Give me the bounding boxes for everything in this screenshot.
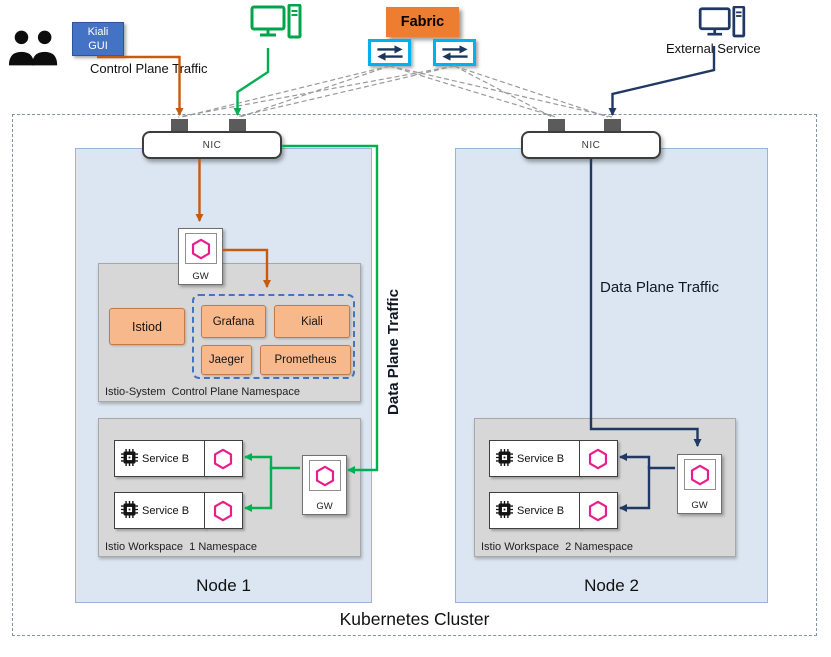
nic-label: NIC bbox=[202, 139, 222, 151]
node1-label: Node 1 bbox=[196, 576, 251, 595]
users-icon bbox=[6, 28, 64, 68]
service-box: Service B bbox=[114, 492, 205, 529]
external-service-label: External Service bbox=[666, 41, 761, 56]
service-box: Service B bbox=[489, 440, 580, 477]
node1-ingress-gateway: GW bbox=[178, 228, 223, 285]
node2-nic: NIC bbox=[521, 131, 661, 159]
external-service-icon bbox=[696, 5, 748, 46]
kiali-gui-label: Kiali GUI bbox=[87, 25, 109, 52]
nic-port bbox=[548, 119, 565, 132]
service-row: Service B bbox=[114, 440, 243, 477]
cpu-chip-icon bbox=[121, 448, 138, 469]
istio-system-namespace-label: Istio-System Control Plane Namespace bbox=[105, 386, 301, 398]
jaeger-label: Jaeger bbox=[208, 354, 245, 366]
nic-label: NIC bbox=[581, 139, 601, 151]
cpu-chip-icon bbox=[496, 500, 513, 521]
service-row: Service B bbox=[114, 492, 243, 529]
workspace2-namespace: Service B Service B bbox=[474, 418, 736, 557]
service-label: Service B bbox=[517, 504, 565, 517]
fabric-link-lines bbox=[177, 65, 613, 118]
istiod-box: Istiod bbox=[109, 308, 185, 345]
node1-nic: NIC bbox=[142, 131, 282, 159]
cpu-chip-icon bbox=[496, 448, 513, 469]
service-label: Service B bbox=[142, 504, 190, 517]
node-2: Data Plane Traffic Service B bbox=[455, 148, 768, 603]
prometheus-label: Prometheus bbox=[274, 354, 337, 366]
gateway-label: GW bbox=[192, 271, 209, 282]
istio-sidecar-hexagon-icon bbox=[203, 440, 243, 477]
kiali-gui-box: Kiali GUI bbox=[72, 22, 124, 56]
service-row: Service B bbox=[489, 492, 618, 529]
grafana-box: Grafana bbox=[201, 305, 266, 338]
fabric-label: Fabric bbox=[400, 14, 445, 30]
gateway-label: GW bbox=[691, 500, 708, 511]
service-row: Service B bbox=[489, 440, 618, 477]
node2-label: Node 2 bbox=[584, 576, 639, 595]
service-box: Service B bbox=[489, 492, 580, 529]
istio-sidecar-hexagon-icon bbox=[578, 492, 618, 529]
kiali-box: Kiali bbox=[274, 305, 350, 338]
service-label: Service B bbox=[517, 452, 565, 465]
cpu-chip-icon bbox=[121, 500, 138, 521]
istiod-label: Istiod bbox=[132, 319, 162, 334]
istio-gateway-hexagon-icon bbox=[308, 460, 341, 491]
kubernetes-cluster-label: Kubernetes Cluster bbox=[339, 609, 490, 629]
kiali-label: Kiali bbox=[301, 315, 323, 328]
istio-system-namespace: Istiod Grafana Kiali Jaeger Prometheus I… bbox=[98, 263, 361, 402]
prometheus-box: Prometheus bbox=[260, 345, 351, 375]
fabric-switch-icon bbox=[368, 39, 411, 66]
workspace2-gateway: GW bbox=[677, 454, 722, 514]
nic-port bbox=[171, 119, 188, 132]
data-plane-traffic-label-vertical: Data Plane Traffic bbox=[385, 289, 402, 415]
data-plane-traffic-label: Data Plane Traffic bbox=[600, 279, 719, 296]
workspace1-namespace: Service B Service B bbox=[98, 418, 361, 557]
control-plane-traffic-label: Control Plane Traffic bbox=[90, 61, 208, 76]
node-1: GW Istiod Grafana Kiali Jaeger Prometheu… bbox=[75, 148, 372, 603]
istio-sidecar-hexagon-icon bbox=[203, 492, 243, 529]
gateway-label: GW bbox=[316, 501, 333, 512]
istio-gateway-hexagon-icon bbox=[184, 233, 217, 264]
fabric-switch-icon bbox=[433, 39, 476, 66]
workspace1-gateway: GW bbox=[302, 455, 347, 515]
jaeger-box: Jaeger bbox=[201, 345, 252, 375]
service-box: Service B bbox=[114, 440, 205, 477]
nic-port bbox=[604, 119, 621, 132]
service-label: Service B bbox=[142, 452, 190, 465]
client-workstation-icon bbox=[250, 3, 302, 48]
nic-port bbox=[229, 119, 246, 132]
fabric-box: Fabric bbox=[386, 7, 459, 37]
istio-sidecar-hexagon-icon bbox=[578, 440, 618, 477]
workspace2-namespace-label: Istio Workspace 2 Namespace bbox=[481, 541, 634, 553]
grafana-label: Grafana bbox=[212, 315, 255, 328]
addons-dashed-group: Grafana Kiali Jaeger Prometheus bbox=[192, 294, 355, 379]
workspace1-namespace-label: Istio Workspace 1 Namespace bbox=[105, 541, 258, 553]
istio-gateway-hexagon-icon bbox=[683, 459, 716, 490]
